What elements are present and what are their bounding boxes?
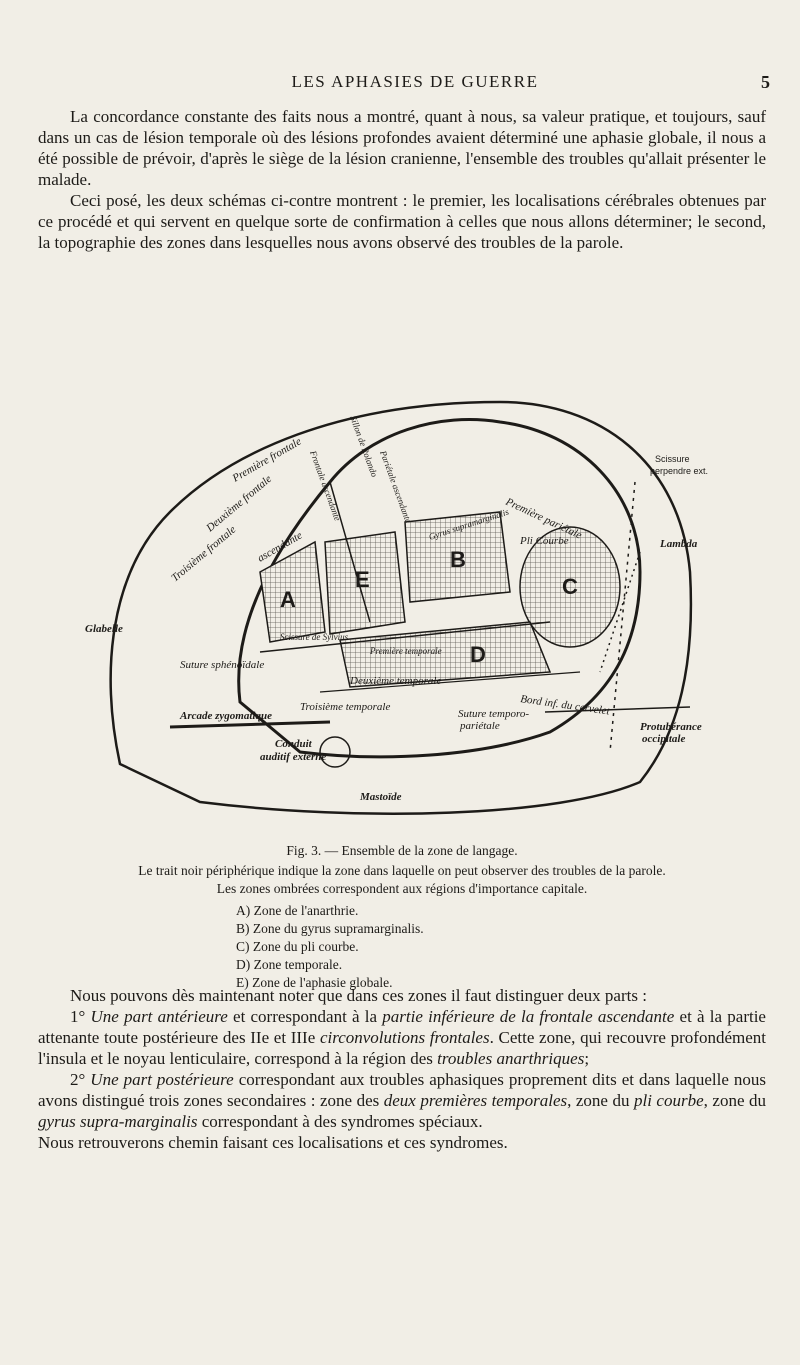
letter-d: D: [470, 642, 486, 667]
label-mastoide: Mastoïde: [359, 791, 402, 803]
discussion-paragraph-2: 1° Une part antérieure et correspondant …: [38, 1006, 766, 1069]
emphasis-pli-courbe: pli courbe: [633, 1091, 704, 1110]
label-protuberance: Protubérance: [640, 721, 702, 733]
label-parietale: pariétale: [459, 720, 500, 732]
label-premiere-temporale: Première temporale: [369, 646, 442, 656]
zone-e-aphasie-globale: [324, 531, 406, 635]
caption-line-1: Le trait noir périphérique indique la zo…: [138, 863, 666, 878]
label-sillon-rolando: Sillon de Rolando: [348, 414, 380, 478]
label-occipitale: occipitale: [642, 733, 685, 745]
letter-a: A: [280, 587, 296, 612]
zone-b-gyrus: [404, 511, 511, 603]
letter-e: E: [355, 567, 370, 592]
label-auditif: auditif externe: [260, 751, 326, 763]
emphasis-premieres-temporales: deux premières temporales: [383, 1091, 568, 1110]
label-deuxieme-temporale: Deuxième temporale: [349, 675, 441, 687]
discussion-paragraph-1: Nous pouvons dès maintenant noter que da…: [70, 986, 647, 1005]
intro-paragraph-2: Ceci posé, les deux schémas ci-contre mo…: [38, 191, 766, 252]
label-lambda: Lambda: [659, 538, 698, 550]
label-troisieme-frontale: Troisième frontale: [169, 524, 238, 585]
legend-item-c: C) Zone du pli courbe.: [236, 939, 359, 954]
label-arcade: Arcade zygomatique: [179, 710, 272, 722]
ear-canal: [319, 736, 351, 768]
text-run: , zone du: [703, 1091, 767, 1110]
figure-caption: Fig. 3. — Ensemble de la zone de langage…: [40, 842, 764, 992]
letter-b: B: [450, 547, 466, 572]
label-troisieme-temporale: Troisième temporale: [300, 701, 390, 713]
caption-line-2: Les zones ombrées correspondent aux régi…: [216, 881, 588, 896]
label-glabelle: Glabelle: [85, 623, 123, 635]
zygomatic-arch: [169, 720, 331, 729]
emphasis-gyrus: gyrus supra-marginalis: [38, 1112, 198, 1131]
letter-c: C: [562, 574, 578, 599]
text-run: correspondant aux troubles aphasiques pr…: [38, 1070, 766, 1110]
label-bord-inf: Bord inf. du cervelet: [520, 693, 612, 718]
label-conduit: Conduit: [275, 738, 313, 750]
zone-a-anarthrie: [259, 540, 326, 643]
legend-item-b: B) Zone du gyrus supramarginalis.: [236, 921, 424, 936]
zone-legend: A) Zone de l'anarthrie. B) Zone du gyrus…: [236, 902, 764, 992]
emphasis-part-posterieure: Une part postérieure: [90, 1070, 234, 1089]
label-parietale-asc: Pariétale ascendante: [378, 448, 414, 524]
zone-c-pli-courbe: [519, 526, 621, 648]
emphasis-anarthriques: troubles anarthriques: [437, 1049, 585, 1068]
perpendicular-fissure: [609, 481, 636, 753]
label-frontale-asc: Frontale ascendante: [308, 448, 343, 522]
sylvian-fissure: [259, 621, 551, 653]
brain-diagram-figure: A E B C D Glabelle Suture sphénoïdale Ar…: [80, 372, 720, 822]
item-number-2: 2°: [70, 1070, 86, 1089]
discussion-text: Nous pouvons dès maintenant noter que da…: [38, 985, 766, 1153]
label-scissure-sylvius: Scissure de Sylvius: [280, 632, 349, 642]
intro-paragraph-1: La concordance constante des faits nous …: [38, 107, 766, 189]
text-run: ;: [584, 1049, 590, 1068]
legend-item-e: E) Zone de l'aphasie globale.: [236, 975, 393, 990]
legend-item-a: A) Zone de l'anarthrie.: [236, 903, 359, 918]
legend-item-d: D) Zone temporale.: [236, 957, 343, 972]
text-run: , zone du: [567, 1091, 634, 1110]
intro-text: La concordance constante des faits nous …: [38, 106, 766, 253]
running-title: LES APHASIES DE GUERRE: [291, 72, 539, 91]
discussion-paragraph-3: 2° Une part postérieure correspondant au…: [38, 1069, 766, 1132]
emphasis-circonvolutions: circonvolutions frontales: [319, 1028, 490, 1047]
page-header: LES APHASIES DE GUERRE 5: [60, 72, 770, 102]
temporal-sulcus: [319, 671, 581, 693]
text-run: et correspondant à la: [227, 1007, 383, 1026]
speech-zone-border: [237, 418, 642, 759]
item-number-1: 1°: [70, 1007, 86, 1026]
page-number: 5: [761, 72, 770, 92]
label-perpend: perpendre ext.: [650, 466, 708, 476]
rolando-sulcus: [329, 481, 371, 623]
label-scissure: Scissure: [655, 454, 690, 464]
emphasis-frontale-ascendante: partie inférieure de la frontale ascenda…: [382, 1007, 675, 1026]
emphasis-part-anterieure: Une part antérieure: [90, 1007, 228, 1026]
text-run: et à la partie attenante toute postérieu…: [38, 1007, 766, 1047]
occipital-line: [544, 706, 691, 713]
label-pli-courbe: Pli Courbe: [519, 535, 569, 547]
brain-diagram: A E B C D Glabelle Suture sphénoïdale Ar…: [85, 400, 708, 815]
discussion-paragraph-4: Nous retrouverons chemin faisant ces loc…: [38, 1133, 508, 1152]
text-run: correspondant à des syndromes spéciaux.: [197, 1112, 483, 1131]
text-run: . Cette zone, qui recouvre profondément …: [38, 1028, 766, 1068]
skull-outline: [109, 400, 693, 815]
label-suture-temporo: Suture temporo-: [458, 708, 529, 720]
caption-title: Fig. 3. — Ensemble de la zone de langage…: [286, 843, 518, 858]
label-suture-spheno: Suture sphénoïdale: [180, 659, 264, 671]
